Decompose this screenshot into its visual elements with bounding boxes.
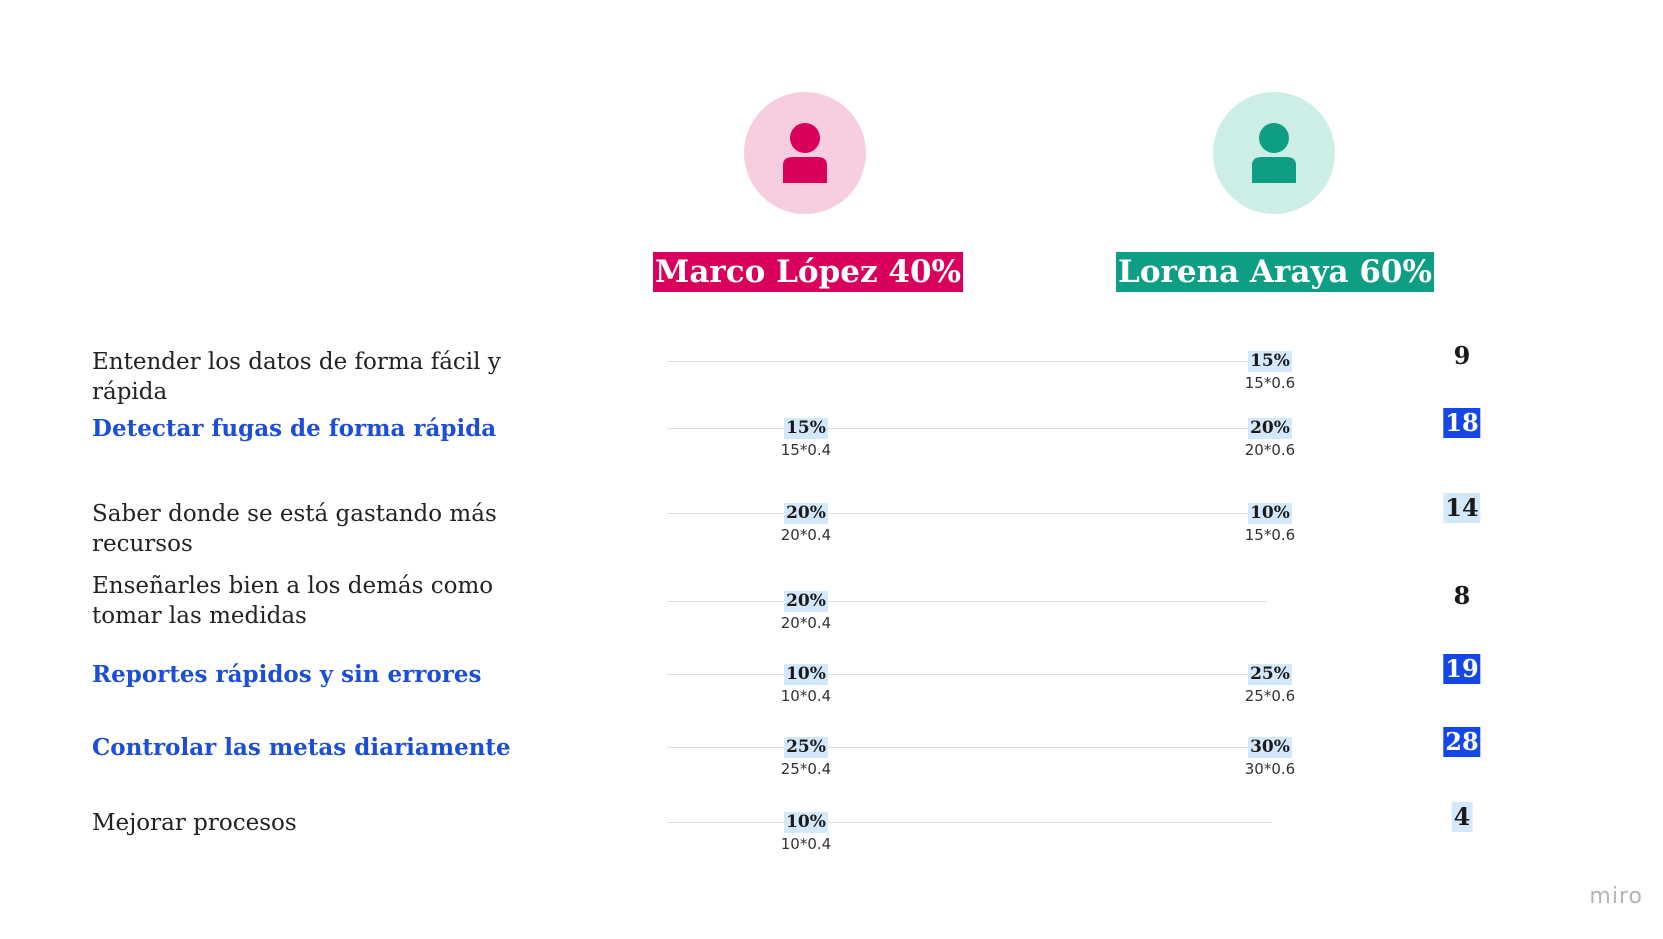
lorena-percent: 30% [1248, 737, 1292, 758]
goal-total: 14 [1443, 493, 1481, 523]
lorena-score: 15% 15*0.6 [1225, 351, 1315, 394]
marco-formula: 20*0.4 [780, 526, 832, 544]
goal-total: 18 [1443, 408, 1481, 438]
goal-track-line [667, 513, 1272, 514]
goal-track-line [667, 601, 1267, 602]
lorena-percent: 25% [1248, 664, 1292, 685]
lorena-formula: 30*0.6 [1244, 760, 1296, 778]
goal-track-line [667, 747, 1272, 748]
avatar-lorena [1213, 92, 1335, 214]
lorena-formula: 15*0.6 [1244, 374, 1296, 392]
marco-score: 20% 20*0.4 [761, 503, 851, 546]
lorena-percent: 15% [1248, 351, 1292, 372]
marco-score: 20% 20*0.4 [761, 591, 851, 634]
goal-label: Enseñarles bien a los demás como tomar l… [92, 573, 494, 629]
goal-label: Mejorar procesos [92, 810, 297, 836]
user-icon [783, 123, 827, 183]
goal-total: 8 [1453, 581, 1471, 610]
marco-formula: 25*0.4 [780, 760, 832, 778]
goal-total: 4 [1451, 802, 1473, 832]
lorena-score: 10% 15*0.6 [1225, 503, 1315, 546]
lorena-score: 20% 20*0.6 [1225, 418, 1315, 461]
lorena-formula: 25*0.6 [1244, 687, 1296, 705]
goal-total: 28 [1443, 727, 1481, 757]
marco-score: 25% 25*0.4 [761, 737, 851, 780]
lorena-formula: 15*0.6 [1244, 526, 1296, 544]
marco-formula: 20*0.4 [780, 614, 832, 632]
goal-label: Detectar fugas de forma rápida [92, 415, 497, 442]
marco-formula: 10*0.4 [780, 687, 832, 705]
marco-percent: 20% [784, 591, 828, 612]
marco-percent: 25% [784, 737, 828, 758]
marco-score: 10% 10*0.4 [761, 812, 851, 855]
goal-label: Entender los datos de forma fácil y rápi… [92, 349, 501, 405]
lorena-score: 30% 30*0.6 [1225, 737, 1315, 780]
goal-track-line [667, 428, 1272, 429]
goal-total: 9 [1453, 341, 1471, 370]
marco-percent: 15% [784, 418, 828, 439]
goal-track-line [667, 674, 1272, 675]
marco-percent: 10% [784, 664, 828, 685]
goal-label: Reportes rápidos y sin errores [92, 661, 482, 688]
person-name-lorena: Lorena Araya 60% [1116, 252, 1434, 292]
lorena-formula: 20*0.6 [1244, 441, 1296, 459]
marco-formula: 15*0.4 [780, 441, 832, 459]
lorena-percent: 20% [1248, 418, 1292, 439]
goal-total: 19 [1443, 654, 1481, 684]
lorena-percent: 10% [1248, 503, 1292, 524]
goal-track-line [667, 361, 1272, 362]
marco-percent: 10% [784, 812, 828, 833]
miro-logo: miro [1589, 884, 1643, 909]
goal-track-line [667, 822, 1272, 823]
marco-percent: 20% [784, 503, 828, 524]
avatar-marco [744, 92, 866, 214]
marco-formula: 10*0.4 [780, 835, 832, 853]
user-icon [1252, 123, 1296, 183]
marco-score: 10% 10*0.4 [761, 664, 851, 707]
lorena-score: 25% 25*0.6 [1225, 664, 1315, 707]
marco-score: 15% 15*0.4 [761, 418, 851, 461]
goal-label: Controlar las metas diariamente [92, 734, 511, 761]
person-name-marco: Marco López 40% [653, 252, 963, 292]
goal-label: Saber donde se está gastando más recurso… [92, 501, 497, 557]
